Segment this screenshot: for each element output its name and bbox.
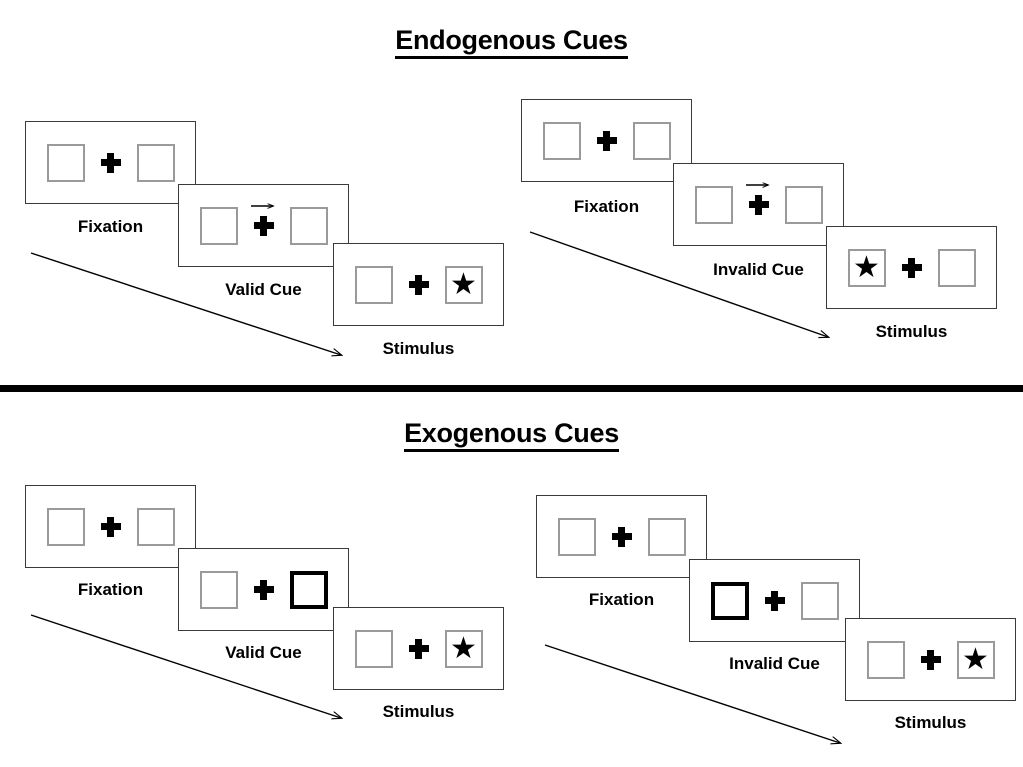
fixation-cross-icon — [748, 194, 769, 215]
target-box-right: ★ — [444, 265, 483, 304]
fixation-cross-icon — [920, 649, 941, 670]
placeholder-box-left — [354, 629, 393, 668]
placeholder-box-right — [289, 206, 328, 245]
trial-frame-endogenous-invalid-fixation — [521, 99, 692, 182]
placeholder-box-right — [647, 517, 686, 556]
fixation-center — [749, 590, 801, 611]
time-flow-arrow-endogenous-invalid — [529, 231, 844, 348]
fixation-cross-icon — [100, 516, 121, 537]
caption-endogenous-invalid-stimulus: Stimulus — [875, 322, 948, 341]
trial-frame-endogenous-valid-fixation — [25, 121, 196, 204]
trial-frame-endogenous-valid-stimulus: ★ — [333, 243, 504, 326]
section-title-exogenous-text: Exogenous Cues — [404, 418, 619, 452]
fixation-center — [238, 579, 290, 600]
fixation-center — [85, 516, 137, 537]
arrow-right-icon — [250, 200, 279, 212]
trial-frame-exogenous-valid-cue — [178, 548, 349, 631]
caption-exogenous-valid-cue: Valid Cue — [225, 643, 302, 662]
fixation-center — [905, 649, 957, 670]
placeholder-box-right — [632, 121, 671, 160]
fixation-cross-icon — [764, 590, 785, 611]
placeholder-box-left — [199, 570, 238, 609]
fixation-cross-icon — [100, 152, 121, 173]
caption-endogenous-valid-stimulus: Stimulus — [382, 339, 455, 358]
fixation-cross-icon — [901, 257, 922, 278]
caption-exogenous-invalid-cue: Invalid Cue — [729, 654, 820, 673]
section-title-exogenous: Exogenous Cues — [0, 418, 1023, 452]
caption-endogenous-valid-cue: Valid Cue — [225, 280, 302, 299]
trial-frame-exogenous-valid-fixation — [25, 485, 196, 568]
placeholder-box-right — [937, 248, 976, 287]
target-box-left: ★ — [847, 248, 886, 287]
fixation-center — [581, 130, 633, 151]
fixation-cross-icon — [408, 638, 429, 659]
target-box-right: ★ — [444, 629, 483, 668]
caption-endogenous-invalid-fixation: Fixation — [573, 197, 640, 216]
trial-frame-exogenous-valid-stimulus: ★ — [333, 607, 504, 690]
placeholder-box-left — [542, 121, 581, 160]
placeholder-box-right — [784, 185, 823, 224]
star-icon: ★ — [962, 641, 989, 677]
placeholder-box-left — [866, 640, 905, 679]
section-title-endogenous: Endogenous Cues — [0, 25, 1023, 59]
placeholder-box-left — [694, 185, 733, 224]
fixation-cross-icon — [253, 215, 274, 236]
placeholder-box-left — [354, 265, 393, 304]
placeholder-box-right — [800, 581, 839, 620]
caption-endogenous-valid-fixation: Fixation — [77, 217, 144, 236]
fixation-center — [238, 216, 290, 236]
caption-endogenous-invalid-cue: Invalid Cue — [713, 260, 804, 279]
time-flow-arrow-exogenous-valid — [30, 614, 355, 731]
cued-box-right — [289, 570, 328, 609]
time-flow-arrow-endogenous-valid — [30, 252, 355, 368]
placeholder-box-left — [46, 507, 85, 546]
placeholder-box-left — [46, 143, 85, 182]
placeholder-box-left — [199, 206, 238, 245]
fixation-center — [733, 195, 785, 215]
fixation-center — [393, 638, 445, 659]
fixation-center — [596, 526, 648, 547]
fixation-cross-icon — [596, 130, 617, 151]
trial-frame-exogenous-invalid-stimulus: ★ — [845, 618, 1016, 701]
arrow-right-icon — [745, 179, 774, 191]
placeholder-box-left — [557, 517, 596, 556]
trial-frame-exogenous-invalid-cue — [689, 559, 860, 642]
section-divider — [0, 385, 1023, 392]
caption-exogenous-valid-fixation: Fixation — [77, 580, 144, 599]
fixation-cross-icon — [253, 579, 274, 600]
star-icon: ★ — [853, 249, 880, 285]
trial-frame-endogenous-invalid-stimulus: ★ — [826, 226, 997, 309]
placeholder-box-right — [136, 143, 175, 182]
placeholder-box-right — [136, 507, 175, 546]
target-box-right: ★ — [956, 640, 995, 679]
trial-frame-exogenous-invalid-fixation — [536, 495, 707, 578]
fixation-center — [886, 257, 938, 278]
trial-frame-endogenous-valid-cue — [178, 184, 349, 267]
fixation-center — [393, 274, 445, 295]
trial-frame-endogenous-invalid-cue — [673, 163, 844, 246]
star-icon: ★ — [450, 266, 477, 302]
caption-exogenous-invalid-fixation: Fixation — [588, 590, 655, 609]
cued-box-left — [710, 581, 749, 620]
star-icon: ★ — [450, 630, 477, 666]
caption-exogenous-valid-stimulus: Stimulus — [382, 702, 455, 721]
caption-exogenous-invalid-stimulus: Stimulus — [894, 713, 967, 732]
fixation-cross-icon — [408, 274, 429, 295]
fixation-center — [85, 152, 137, 173]
section-title-endogenous-text: Endogenous Cues — [395, 25, 628, 59]
fixation-cross-icon — [611, 526, 632, 547]
time-flow-arrow-exogenous-invalid — [544, 644, 870, 756]
